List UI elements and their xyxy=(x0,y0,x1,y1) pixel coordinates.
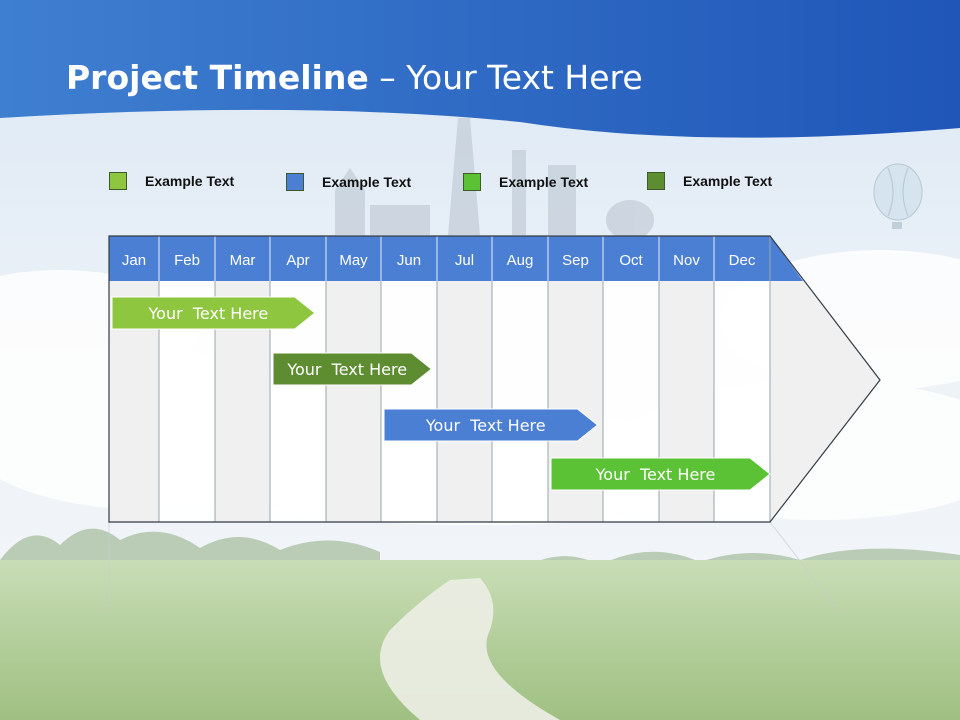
timeline-bar-label-1: Your Text Here xyxy=(148,304,269,323)
reflection-line xyxy=(108,521,839,611)
legend-swatch xyxy=(463,173,481,191)
timeline-bar-label-2: Your Text Here xyxy=(286,360,407,379)
legend-item-4: Example Text xyxy=(647,171,772,191)
legend-label: Example Text xyxy=(145,173,235,189)
month-label-may: May xyxy=(339,252,368,269)
page-title: Project Timeline – Your Text Here xyxy=(66,58,643,97)
legend-swatch xyxy=(286,173,304,191)
arrow-outline xyxy=(108,235,881,523)
month-label-mar: Mar xyxy=(230,252,256,269)
legend-swatch xyxy=(647,172,665,190)
month-label-jun: Jun xyxy=(397,252,421,269)
timeline-bar-4 xyxy=(550,457,771,491)
month-label-dec: Dec xyxy=(729,252,756,269)
month-label-nov: Nov xyxy=(673,252,700,269)
legend-item-3: Example Text xyxy=(463,172,588,192)
title-bold: Project Timeline xyxy=(66,58,369,97)
timeline-bar-label-3: Your Text Here xyxy=(425,416,546,435)
legend-item-1: Example Text xyxy=(109,171,234,191)
month-label-apr: Apr xyxy=(286,252,309,269)
title-rest: – Your Text Here xyxy=(368,58,643,97)
month-label-oct: Oct xyxy=(619,252,643,269)
legend-label: Example Text xyxy=(322,174,412,190)
timeline-bar-2 xyxy=(272,352,433,386)
arrow-head-shade xyxy=(770,281,880,522)
timeline-bar-1 xyxy=(111,296,316,330)
month-label-aug: Aug xyxy=(507,252,534,269)
legend-label: Example Text xyxy=(683,173,773,189)
legend-swatch xyxy=(109,172,127,190)
timeline-bar-3 xyxy=(383,408,599,442)
month-header xyxy=(109,236,803,281)
legend-item-2: Example Text xyxy=(286,172,411,192)
month-label-feb: Feb xyxy=(174,252,200,269)
timeline-bar-label-4: Your Text Here xyxy=(595,465,716,484)
month-label-jul: Jul xyxy=(455,252,474,269)
month-label-jan: Jan xyxy=(122,252,146,269)
column-shade-may xyxy=(326,281,381,522)
month-label-sep: Sep xyxy=(562,252,589,269)
legend-label: Example Text xyxy=(499,174,589,190)
column-shade-jul xyxy=(437,281,492,522)
